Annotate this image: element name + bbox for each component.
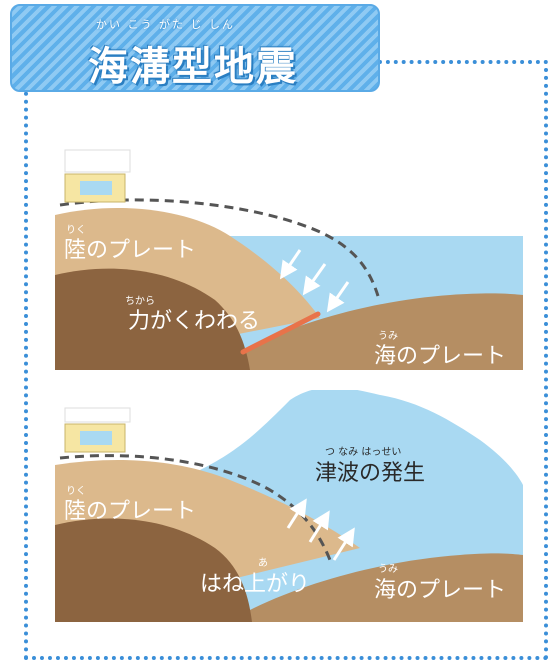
deep-earth bbox=[55, 268, 250, 370]
land-plate-ruby: りく bbox=[66, 486, 86, 497]
ocean-plate-ruby: うみ bbox=[378, 331, 398, 342]
frame-top-border bbox=[378, 60, 548, 64]
arrow-icon bbox=[302, 263, 327, 296]
house-icon bbox=[64, 407, 131, 453]
arrow-icon bbox=[332, 527, 355, 561]
title-banner bbox=[10, 4, 380, 92]
panel-before bbox=[55, 138, 523, 370]
house-icon bbox=[64, 149, 131, 203]
original-surface-line bbox=[59, 198, 380, 297]
arrow-icon bbox=[326, 281, 350, 313]
arrow-icon bbox=[308, 510, 330, 543]
ocean-plate bbox=[210, 293, 523, 370]
land-plate-ruby: りく bbox=[66, 225, 86, 236]
rebound-label: はね上がり bbox=[200, 572, 311, 597]
deep-earth bbox=[55, 518, 252, 622]
tsunami-ruby: つ なみ はっせい bbox=[325, 447, 402, 458]
arrow-icon bbox=[286, 498, 307, 529]
ocean-plate-label: 海のプレート bbox=[374, 578, 507, 603]
title-ruby: かい こう がた じ しん bbox=[96, 18, 235, 31]
dotted-frame bbox=[24, 68, 548, 660]
force-ruby: ちから bbox=[125, 296, 155, 307]
page-title: 海溝型地震 bbox=[88, 44, 298, 90]
ocean-plate-ruby: うみ bbox=[378, 564, 398, 575]
rebound-ruby: あ bbox=[258, 558, 268, 569]
ocean-plate-label: 海のプレート bbox=[374, 344, 507, 369]
arrow-icon bbox=[279, 249, 302, 280]
land-plate-label: 陸のプレート bbox=[64, 499, 197, 524]
ocean-plate bbox=[220, 553, 523, 622]
stress-zone bbox=[240, 311, 321, 355]
land-plate-label: 陸のプレート bbox=[64, 238, 197, 263]
panel-after bbox=[55, 390, 523, 622]
force-label: 力がくわわる bbox=[128, 309, 261, 334]
tsunami-label: 津波の発生 bbox=[315, 461, 426, 486]
